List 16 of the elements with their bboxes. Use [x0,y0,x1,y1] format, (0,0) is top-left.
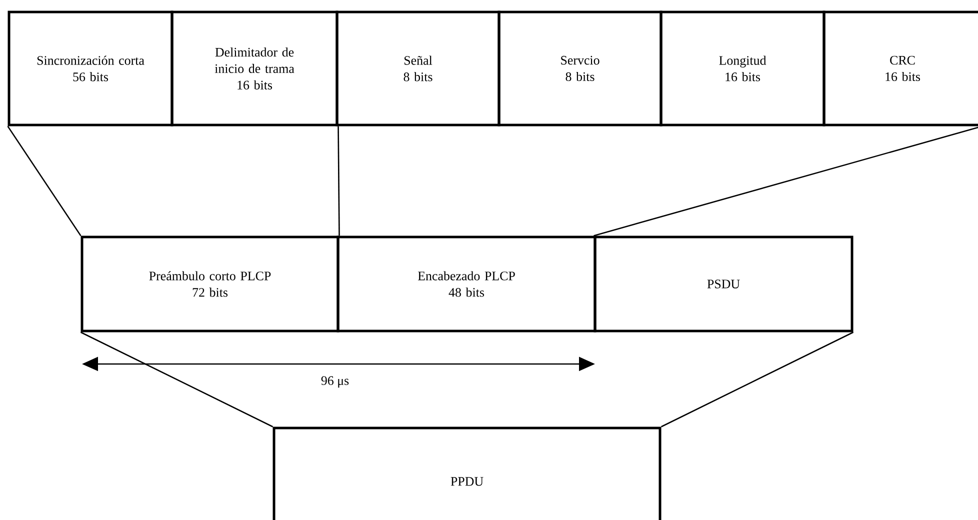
field-box: Longitud 16 bits [660,10,826,126]
field-box: Sincronización corta 56 bits [8,10,174,126]
connector-line [80,332,274,428]
field-box: Encabezado PLCP 48 bits [336,236,596,332]
field-box: PPDU [272,426,662,520]
connector-line [594,126,978,236]
field-box: Servcio 8 bits [498,10,662,126]
field-box: PSDU [594,236,854,332]
field-box: CRC 16 bits [822,10,978,126]
connector-line [7,126,82,236]
field-box: Delimitador de inicio de trama 16 bits [170,10,338,126]
connector-line [338,126,340,236]
connector-line [660,332,854,428]
field-box: Preámbulo corto PLCP 72 bits [80,236,340,332]
dimension-label: 96 μs [321,376,349,388]
field-box: Señal 8 bits [336,10,500,126]
